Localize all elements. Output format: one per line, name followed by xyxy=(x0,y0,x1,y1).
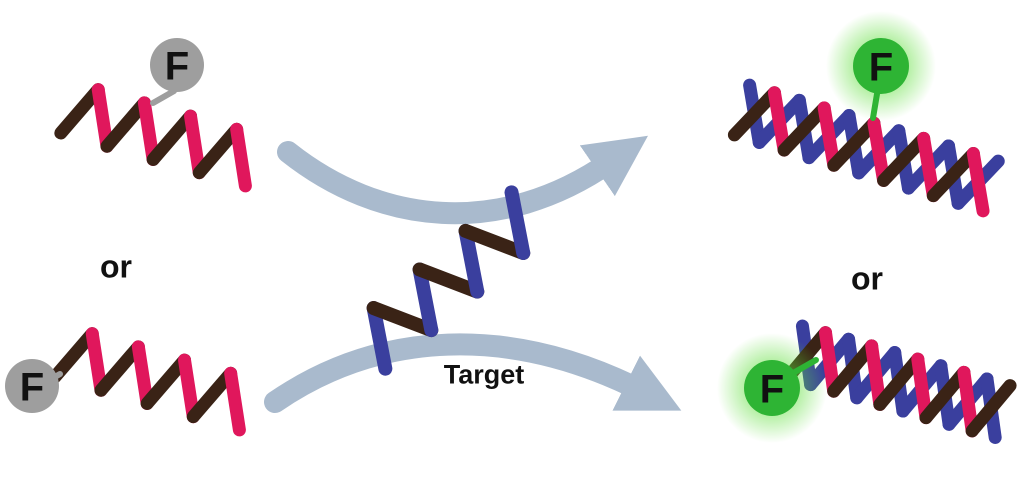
helix-strand-segment xyxy=(184,109,206,180)
helix-strand-segment xyxy=(94,340,145,397)
active-fluorophore-top-right xyxy=(853,38,909,94)
helix-strand-segment xyxy=(827,116,881,172)
helix-strand-segment xyxy=(458,223,531,260)
probe-helix-top-left xyxy=(54,83,252,193)
helix-strand-segment xyxy=(458,223,485,299)
helix-strand-segment xyxy=(224,366,246,437)
reaction-arrow-bottom xyxy=(264,333,682,413)
helix-strand-segment xyxy=(727,86,781,142)
helix-strand-segment xyxy=(873,352,925,411)
helix-strand-segment xyxy=(504,185,531,260)
target-label: Target xyxy=(444,360,525,390)
helix-strand-segment xyxy=(100,96,151,153)
fluorophore-letter: F xyxy=(869,45,893,89)
helix-strand-segment xyxy=(54,83,105,140)
quenched-fluorophore-top-left xyxy=(150,38,204,92)
helix-strand-segment xyxy=(867,116,891,187)
helix-strand-segment xyxy=(91,83,114,153)
helix-strand-segment xyxy=(146,109,198,166)
probe-helix-bottom-left xyxy=(48,327,246,437)
helix-strand-segment xyxy=(178,353,200,424)
fluorophore-stem-top-right xyxy=(870,91,880,121)
helix-strand-segment xyxy=(966,147,990,218)
fluorophore-letter: F xyxy=(20,365,44,409)
helix-strand-segment xyxy=(192,122,244,180)
target-helix xyxy=(366,185,531,376)
helix-strand-segment xyxy=(919,365,971,425)
helix-strand-segment xyxy=(412,262,485,299)
helix-strand-segment xyxy=(366,301,439,338)
active-fluorophore-bottom-right xyxy=(744,360,800,416)
fluorophore-letter: F xyxy=(165,44,189,88)
quenched-fluorophore-bottom-left xyxy=(5,359,59,413)
helix-strand-segment xyxy=(926,147,980,203)
fluorophore-stem-top-left xyxy=(150,88,177,106)
helix-strand-segment xyxy=(230,122,252,193)
helix-strand-segment xyxy=(412,262,439,338)
helix-strand-segment xyxy=(819,326,841,398)
helix-strand-segment xyxy=(957,365,979,438)
helix-strand-segment xyxy=(877,131,931,187)
reaction-arrow-top xyxy=(277,135,649,225)
fluorophore-letter: F xyxy=(760,367,784,411)
duplex-helix-top-right xyxy=(727,78,1005,218)
helix-strand-segment xyxy=(366,301,393,376)
or-label-left: or xyxy=(100,249,132,285)
helix-strand-segment xyxy=(137,96,160,166)
helix-strand-segment xyxy=(917,131,940,203)
helix-strand-segment xyxy=(85,327,108,397)
helix-strand-segment xyxy=(911,352,933,425)
fluorophore-stem-bottom-right xyxy=(792,357,819,375)
helix-strand-segment xyxy=(817,101,841,172)
helix-strand-segment xyxy=(140,353,192,410)
helix-strand-segment xyxy=(131,340,154,410)
helix-strand-segment xyxy=(965,379,1017,438)
helix-strand-segment xyxy=(767,86,791,157)
helix-strand-segment xyxy=(827,339,879,398)
helix-strand-segment xyxy=(777,101,831,157)
helix-strand-segment xyxy=(48,327,99,384)
helix-strand-segment xyxy=(865,339,887,411)
or-label-right: or xyxy=(851,261,883,297)
helix-strand-segment xyxy=(186,366,238,424)
